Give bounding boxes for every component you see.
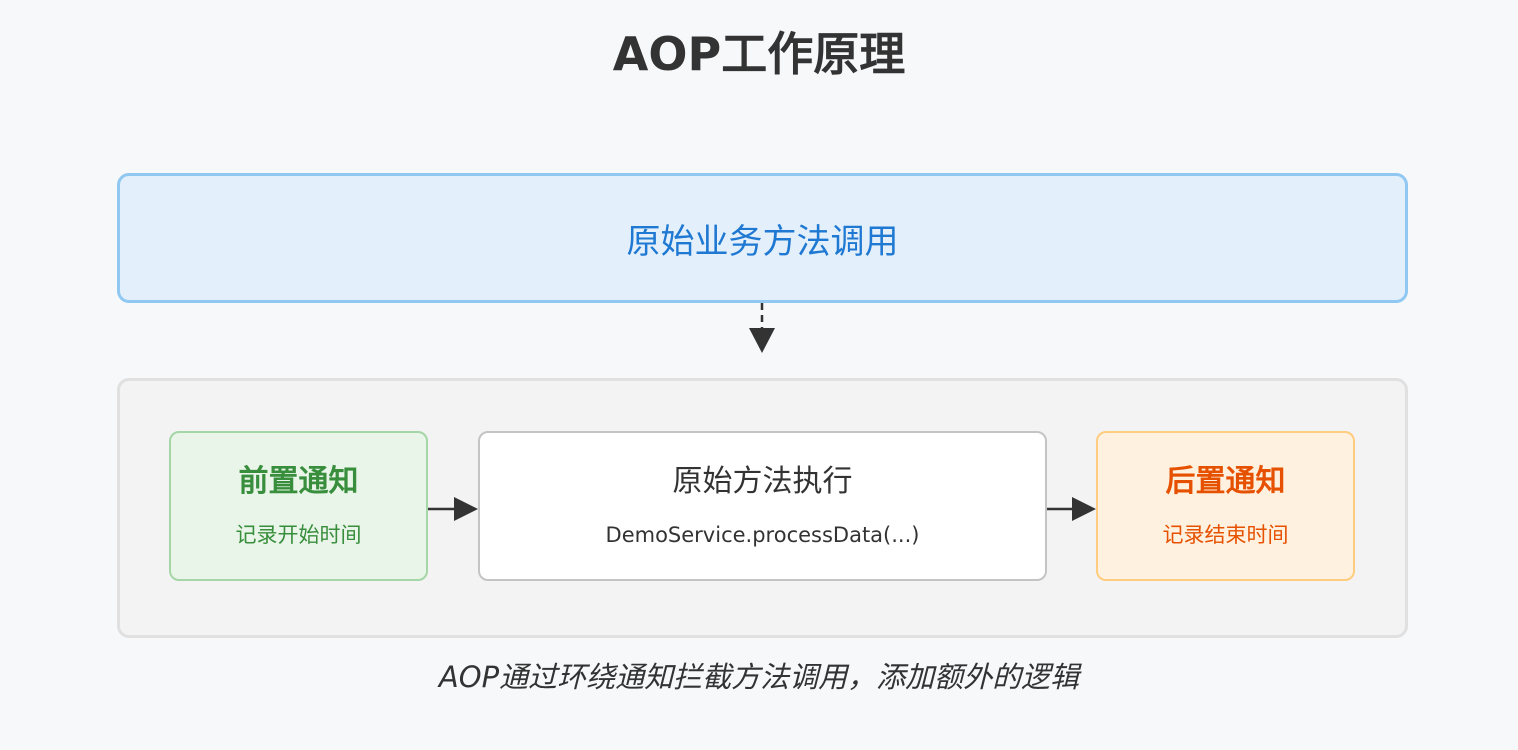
before-advice-subtitle: 记录开始时间 (235, 523, 362, 547)
diagram-title: AOP工作原理 (612, 27, 906, 81)
after-advice-title: 后置通知 (1165, 464, 1286, 499)
diagram-caption: AOP通过环绕通知拦截方法调用，添加额外的逻辑 (438, 660, 1080, 694)
after-advice-subtitle: 记录结束时间 (1162, 523, 1289, 547)
original-call-label: 原始业务方法调用 (626, 221, 899, 262)
dashed-down-arrow (749, 303, 775, 353)
original-call-box: 原始业务方法调用 (117, 173, 1408, 303)
method-execution-subtitle: DemoService.processData(...) (605, 523, 920, 547)
method-execution-box: 原始方法执行 DemoService.processData(...) (478, 431, 1047, 581)
before-advice-title: 前置通知 (238, 464, 359, 499)
after-advice-box: 后置通知 记录结束时间 (1096, 431, 1355, 581)
before-advice-box: 前置通知 记录开始时间 (169, 431, 428, 581)
method-execution-title: 原始方法执行 (672, 464, 853, 499)
